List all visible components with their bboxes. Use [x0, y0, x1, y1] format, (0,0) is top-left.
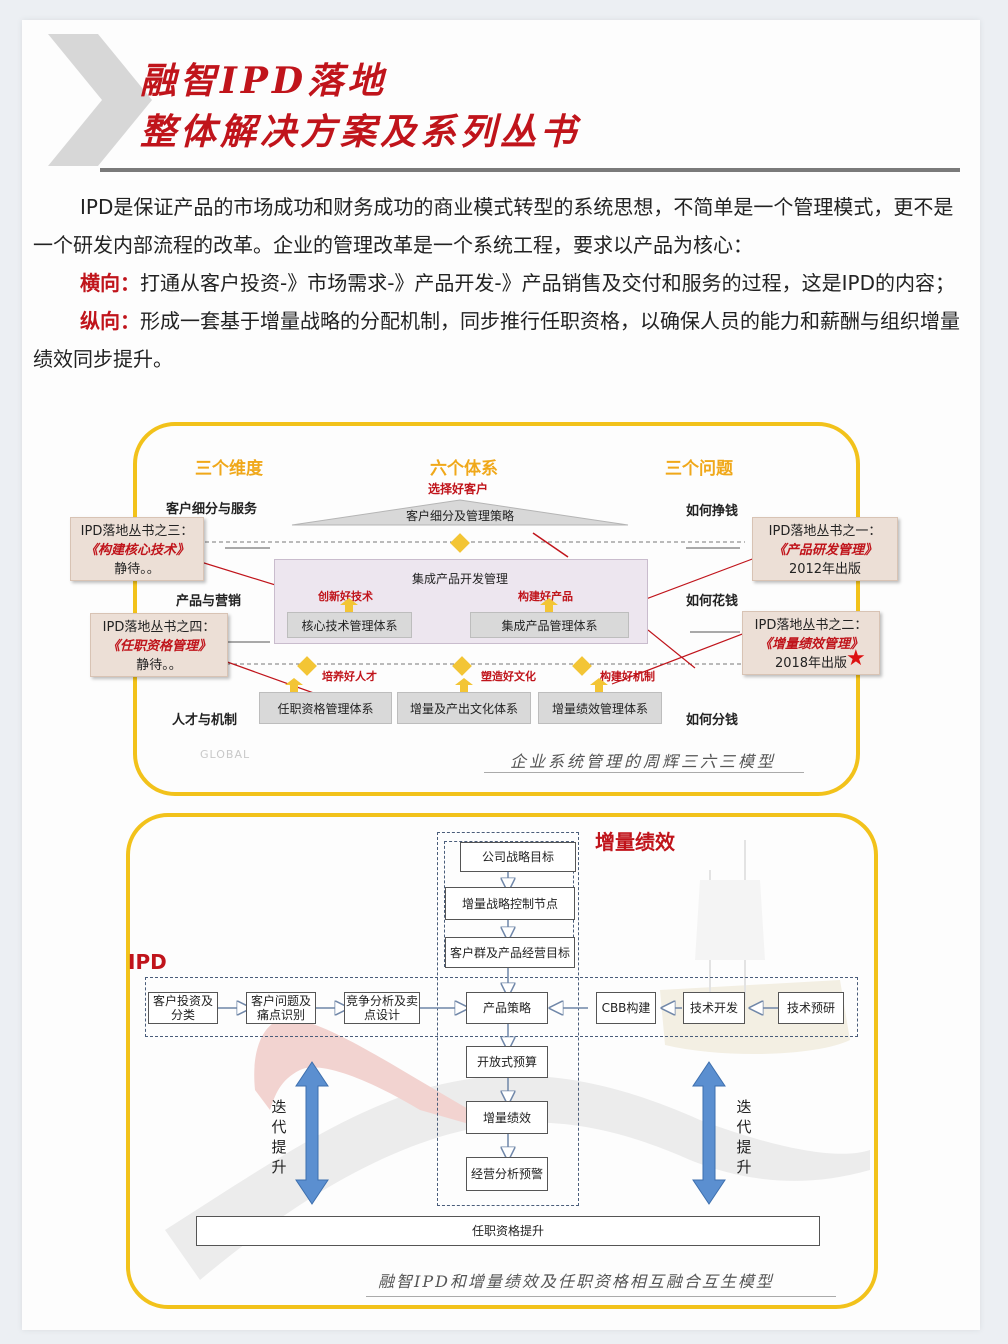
model1-frame — [133, 422, 860, 796]
model1-caption: 企业系统管理的周辉三六三模型 — [510, 752, 777, 771]
book-note-4: IPD落地丛书之四： 《任职资格管理》 静待。。 — [90, 613, 228, 677]
select-customer-label: 选择好客户 — [428, 482, 489, 496]
up-arrow-icon — [340, 598, 358, 612]
integrated-product-title: 集成产品开发管理 — [412, 572, 509, 586]
left-row-talent: 人才与机制 — [172, 713, 238, 728]
caption-underline — [366, 1296, 836, 1297]
book-note-4-line1: IPD落地丛书之四： — [102, 620, 216, 635]
flow-box-open-budget: 开放式预算 — [466, 1046, 548, 1078]
left-row-product: 产品与营销 — [176, 594, 242, 609]
roof-label: 客户细分及管理策略 — [406, 509, 515, 523]
star-icon: ★ — [846, 646, 866, 671]
book-note-3-line1: IPD落地丛书之三： — [80, 524, 194, 539]
left-row-customer: 客户细分与服务 — [166, 502, 258, 517]
book-note-1-line1: IPD落地丛书之一： — [768, 524, 882, 539]
book-note-4-title: 《任职资格管理》 — [106, 639, 211, 654]
book-note-2-year: 2018年出版 — [774, 656, 848, 671]
vertical-dashed-group — [437, 832, 579, 1206]
culture-label: 塑造好文化 — [481, 670, 536, 683]
flow-box-cbb: CBB构建 — [596, 992, 656, 1024]
product-mgmt-system-box: 集成产品管理体系 — [470, 612, 629, 638]
core-tech-system-box: 核心技术管理体系 — [287, 612, 412, 638]
flow-box-performance: 增量绩效 — [466, 1101, 548, 1134]
talent-label: 培养好人才 — [322, 670, 377, 683]
vertical-text: 形成一套基于增量战略的分配机制，同步推行任职资格，以确保人员的能力和薪酬与组织增… — [33, 309, 960, 371]
horizontal-text: 打通从客户投资-》市场需求-》产品开发-》产品销售及交付和服务的过程，这是IPD… — [140, 271, 956, 295]
right-row-spend: 如何花钱 — [686, 594, 739, 609]
horizontal-label: 横向： — [80, 271, 140, 295]
book-note-4-status: 静待。。 — [136, 658, 182, 673]
book-note-2: IPD落地丛书之二： 《增量绩效管理》 2018年出版 — [742, 611, 880, 675]
vertical-label: 纵向： — [80, 309, 140, 333]
flow-box-analysis-warning: 经营分析预警 — [466, 1157, 548, 1191]
innovate-label: 创新好技术 — [318, 590, 373, 603]
intro-text: IPD是保证产品的市场成功和财务成功的商业模式转型的系统思想，不简单是一个管理模… — [33, 188, 968, 378]
book-note-3-status: 静待。。 — [114, 562, 160, 577]
title-line1: 融智IPD落地 — [140, 60, 388, 102]
flow-box-strategy-target: 公司战略目标 — [460, 842, 576, 872]
dimension-heading-mid: 六个体系 — [430, 459, 498, 479]
flow-box-tech-dev: 技术开发 — [683, 992, 745, 1024]
flow-box-customer-invest: 客户投资及分类 — [148, 992, 218, 1024]
intro-paragraph: IPD是保证产品的市场成功和财务成功的商业模式转型的系统思想，不简单是一个管理模… — [33, 195, 954, 257]
model2-caption: 融智IPD和增量绩效及任职资格相互融合互生模型 — [378, 1272, 774, 1291]
ipd-label: IPD — [128, 950, 167, 974]
qualification-bar: 任职资格提升 — [196, 1216, 820, 1246]
mechanism-label: 构建好机制 — [600, 670, 655, 683]
right-row-share: 如何分钱 — [686, 713, 739, 728]
flow-box-tech-research: 技术预研 — [778, 992, 844, 1024]
book-note-2-title: 《增量绩效管理》 — [758, 637, 863, 652]
up-arrow-icon — [285, 678, 303, 692]
qualification-system-box: 任职资格管理体系 — [259, 692, 392, 724]
book-note-1: IPD落地丛书之一： 《产品研发管理》 2012年出版 — [752, 517, 898, 581]
flow-box-control-node: 增量战略控制节点 — [445, 887, 575, 920]
dimension-heading-left: 三个维度 — [195, 459, 263, 479]
culture-system-box: 增量及产出文化体系 — [397, 692, 531, 724]
flow-box-competition: 竞争分析及卖点设计 — [344, 992, 420, 1024]
incremental-performance-label: 增量绩效 — [595, 830, 675, 854]
performance-system-box: 增量绩效管理体系 — [538, 692, 662, 724]
iterate-text-right: 迭代提升 — [736, 1098, 752, 1176]
flow-box-product-strategy: 产品策略 — [466, 992, 548, 1024]
caption-underline — [484, 772, 804, 773]
horizontal-paragraph: 横向：打通从客户投资-》市场需求-》产品开发-》产品销售及交付和服务的过程，这是… — [33, 264, 968, 302]
right-row-earn: 如何挣钱 — [686, 504, 739, 519]
dimension-heading-right: 三个问题 — [665, 459, 733, 479]
up-arrow-icon — [540, 598, 558, 612]
up-arrow-icon — [590, 678, 608, 692]
book-note-1-year: 2012年出版 — [788, 562, 862, 577]
flow-box-customer-group: 客户群及产品经营目标 — [445, 937, 575, 968]
build-product-label: 构建好产品 — [518, 590, 573, 603]
book-note-2-line1: IPD落地丛书之二： — [754, 618, 868, 633]
iterate-text-left: 迭代提升 — [271, 1098, 287, 1176]
header-chevron-decoration — [48, 34, 960, 172]
flow-box-pain-points: 客户问题及痛点识别 — [246, 992, 316, 1024]
title-line2: 整体解决方案及系列丛书 — [140, 111, 581, 153]
vertical-paragraph: 纵向：形成一套基于增量战略的分配机制，同步推行任职资格，以确保人员的能力和薪酬与… — [33, 302, 968, 378]
watermark-global: GLOBAL — [200, 748, 251, 761]
model2-frame — [126, 813, 878, 1309]
book-note-3-title: 《构建核心技术》 — [84, 543, 189, 558]
book-note-1-title: 《产品研发管理》 — [772, 543, 877, 558]
book-note-3: IPD落地丛书之三： 《构建核心技术》 静待。。 — [70, 517, 204, 581]
up-arrow-icon — [455, 678, 473, 692]
